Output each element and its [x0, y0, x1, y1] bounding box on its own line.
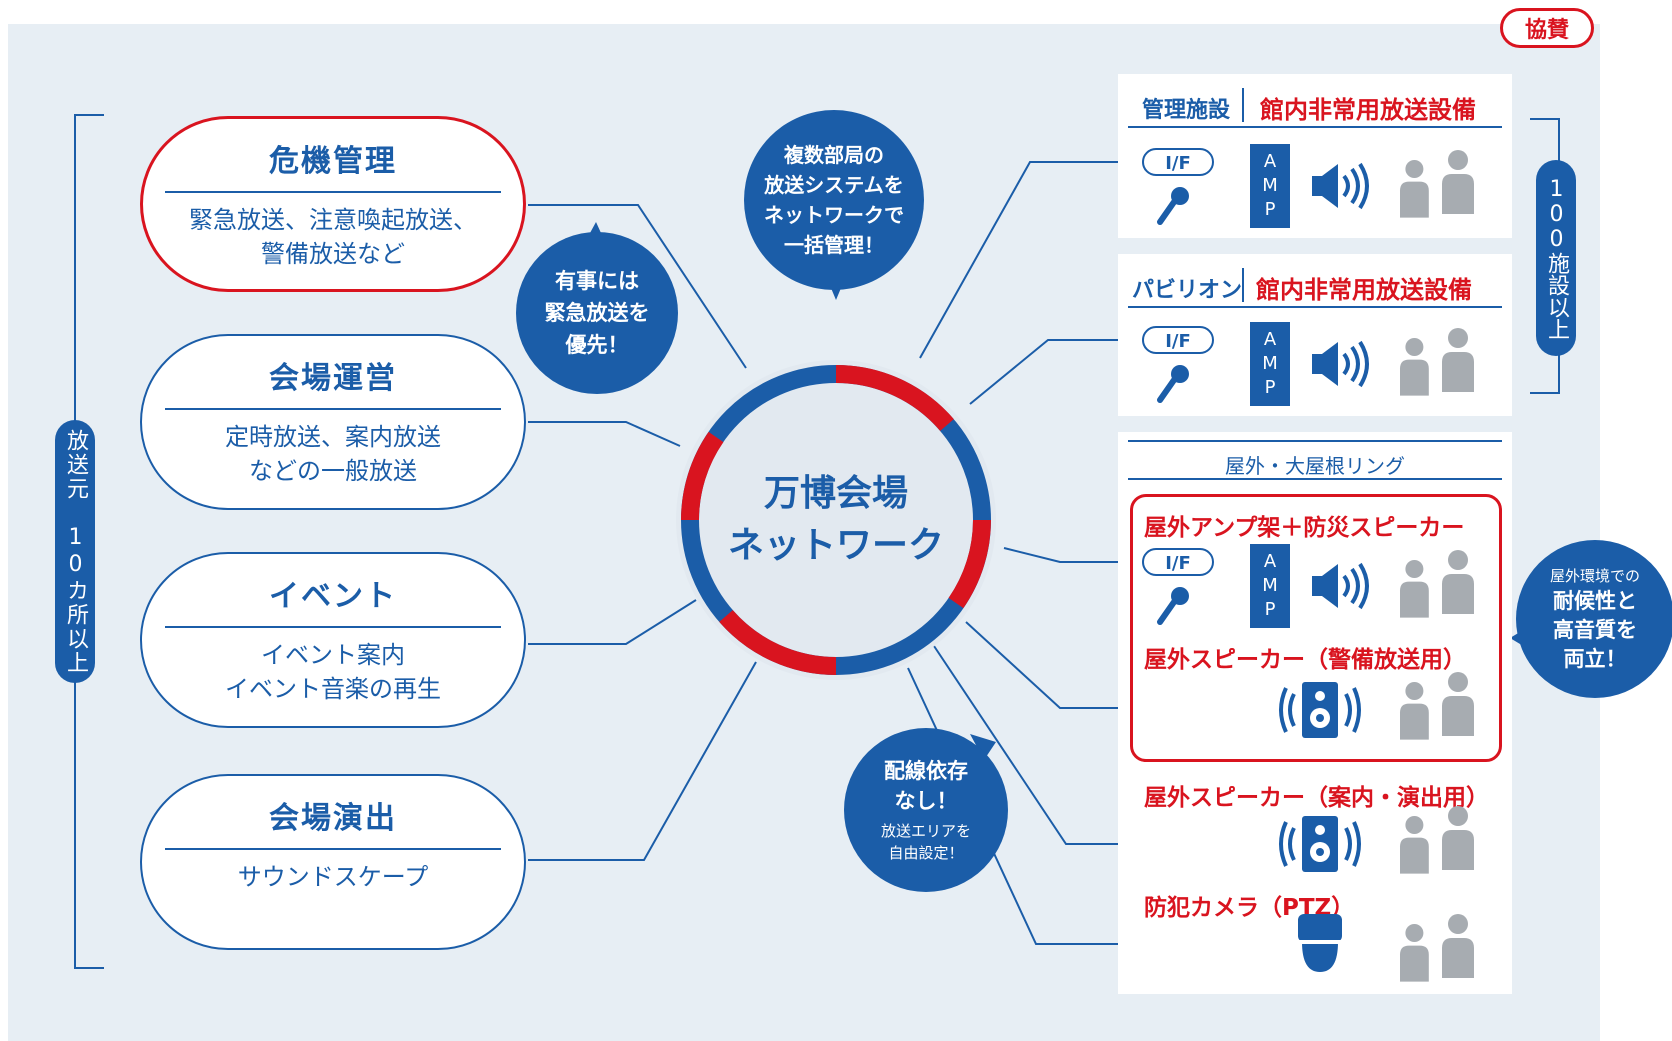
people-icon — [1400, 550, 1474, 618]
network-center-label: 万博会場 ネットワーク — [666, 350, 1006, 690]
if-interface: I/F — [1142, 548, 1214, 576]
divider — [1242, 268, 1244, 302]
amp-letter: A — [1263, 151, 1277, 172]
panel-label: パビリオン — [1132, 278, 1243, 303]
divider — [1128, 440, 1502, 442]
source-title: 会場運営 — [269, 361, 397, 396]
sponsor-badge: 協賛 — [1500, 8, 1594, 48]
facilities-count-label: 100施設以上 — [1536, 160, 1576, 356]
people-icon — [1400, 150, 1474, 218]
dome-camera-icon — [1298, 914, 1342, 972]
bubble-weather-resistance: 屋外環境での 耐候性と 高音質を 両立！ — [1516, 540, 1672, 698]
divider — [165, 626, 501, 628]
bubble-unified-management: 複数部局の 放送システムを ネットワークで 一括管理！ — [744, 110, 924, 290]
source-venue-operations: 会場運営 定時放送、案内放送 などの一般放送 — [140, 334, 526, 510]
source-description: 緊急放送、注意喚起放送、 警備放送など — [189, 206, 477, 268]
amp-letter: A — [1263, 329, 1277, 350]
divider — [165, 191, 501, 193]
divider — [1242, 88, 1244, 122]
source-title: 危機管理 — [269, 144, 397, 179]
bubble-main-text: 配線依存 なし！ — [884, 759, 968, 813]
network-ring — [676, 360, 996, 680]
if-interface: I/F — [1142, 326, 1214, 354]
outdoor-highlight-box — [1130, 494, 1502, 762]
bubble-emergency-priority: 有事には 緊急放送を 優先！ — [516, 232, 678, 394]
sources-count-label: 放送元 10カ所以上 — [55, 420, 95, 683]
amp-letter: A — [1263, 551, 1277, 572]
panel-label: 管理施設 — [1142, 98, 1231, 123]
divider — [1128, 306, 1502, 308]
panel-title: 館内非常用放送設備 — [1260, 96, 1476, 124]
source-description: サウンドスケープ — [237, 863, 429, 891]
center-line-2: ネットワーク — [727, 525, 944, 566]
outdoor-amp-rack-label: 屋外アンプ架＋防災スピーカー — [1144, 515, 1465, 541]
amp-letter: M — [1262, 575, 1278, 596]
source-crisis-management: 危機管理 緊急放送、注意喚起放送、 警備放送など — [140, 116, 526, 292]
amp-letter: M — [1262, 353, 1278, 374]
divider — [165, 848, 501, 850]
source-title: イベント — [269, 579, 397, 614]
panel-label: 屋外・大屋根リング — [1225, 454, 1405, 478]
microphone-icon — [1160, 587, 1189, 622]
microphone-icon — [1160, 365, 1189, 400]
bubble-wiring-free: 配線依存 なし！ 放送エリアを 自由設定！ — [844, 728, 1008, 892]
amp-letter: P — [1264, 377, 1276, 398]
microphone-icon — [1160, 187, 1189, 222]
divider — [1128, 478, 1502, 480]
bubble-main-text: 耐候性と 高音質を 両立！ — [1553, 588, 1637, 671]
panel-title: 館内非常用放送設備 — [1256, 276, 1472, 304]
source-events: イベント イベント案内 イベント音楽の再生 — [140, 552, 526, 728]
source-description: イベント案内 イベント音楽の再生 — [225, 641, 441, 703]
outdoor-speaker-security-label: 屋外スピーカー（警備放送用） — [1144, 647, 1466, 673]
people-icon — [1400, 806, 1474, 874]
people-icon — [1400, 914, 1474, 982]
speaker-box-icon — [1279, 680, 1361, 740]
bubble-sub-text: 屋外環境での — [1549, 566, 1640, 585]
divider — [1128, 126, 1502, 128]
amp-letter: P — [1264, 199, 1276, 220]
center-line-1: 万博会場 — [763, 473, 908, 514]
amp-letter: M — [1262, 175, 1278, 196]
speaker-horn-icon — [1310, 562, 1369, 610]
divider — [165, 408, 501, 410]
speaker-horn-icon — [1310, 340, 1369, 388]
bubble-sub-text: 放送エリアを 自由設定！ — [880, 822, 971, 862]
speaker-box-icon — [1279, 814, 1361, 874]
speaker-horn-icon — [1310, 162, 1369, 210]
if-interface: I/F — [1142, 148, 1214, 176]
outdoor-speaker-info-label: 屋外スピーカー（案内・演出用） — [1144, 785, 1489, 811]
amp-letter: P — [1264, 599, 1276, 620]
source-description: 定時放送、案内放送 などの一般放送 — [225, 423, 441, 485]
source-title: 会場演出 — [269, 801, 397, 836]
people-icon — [1400, 328, 1474, 396]
people-icon — [1400, 672, 1474, 740]
source-venue-production: 会場演出 サウンドスケープ — [140, 774, 526, 950]
